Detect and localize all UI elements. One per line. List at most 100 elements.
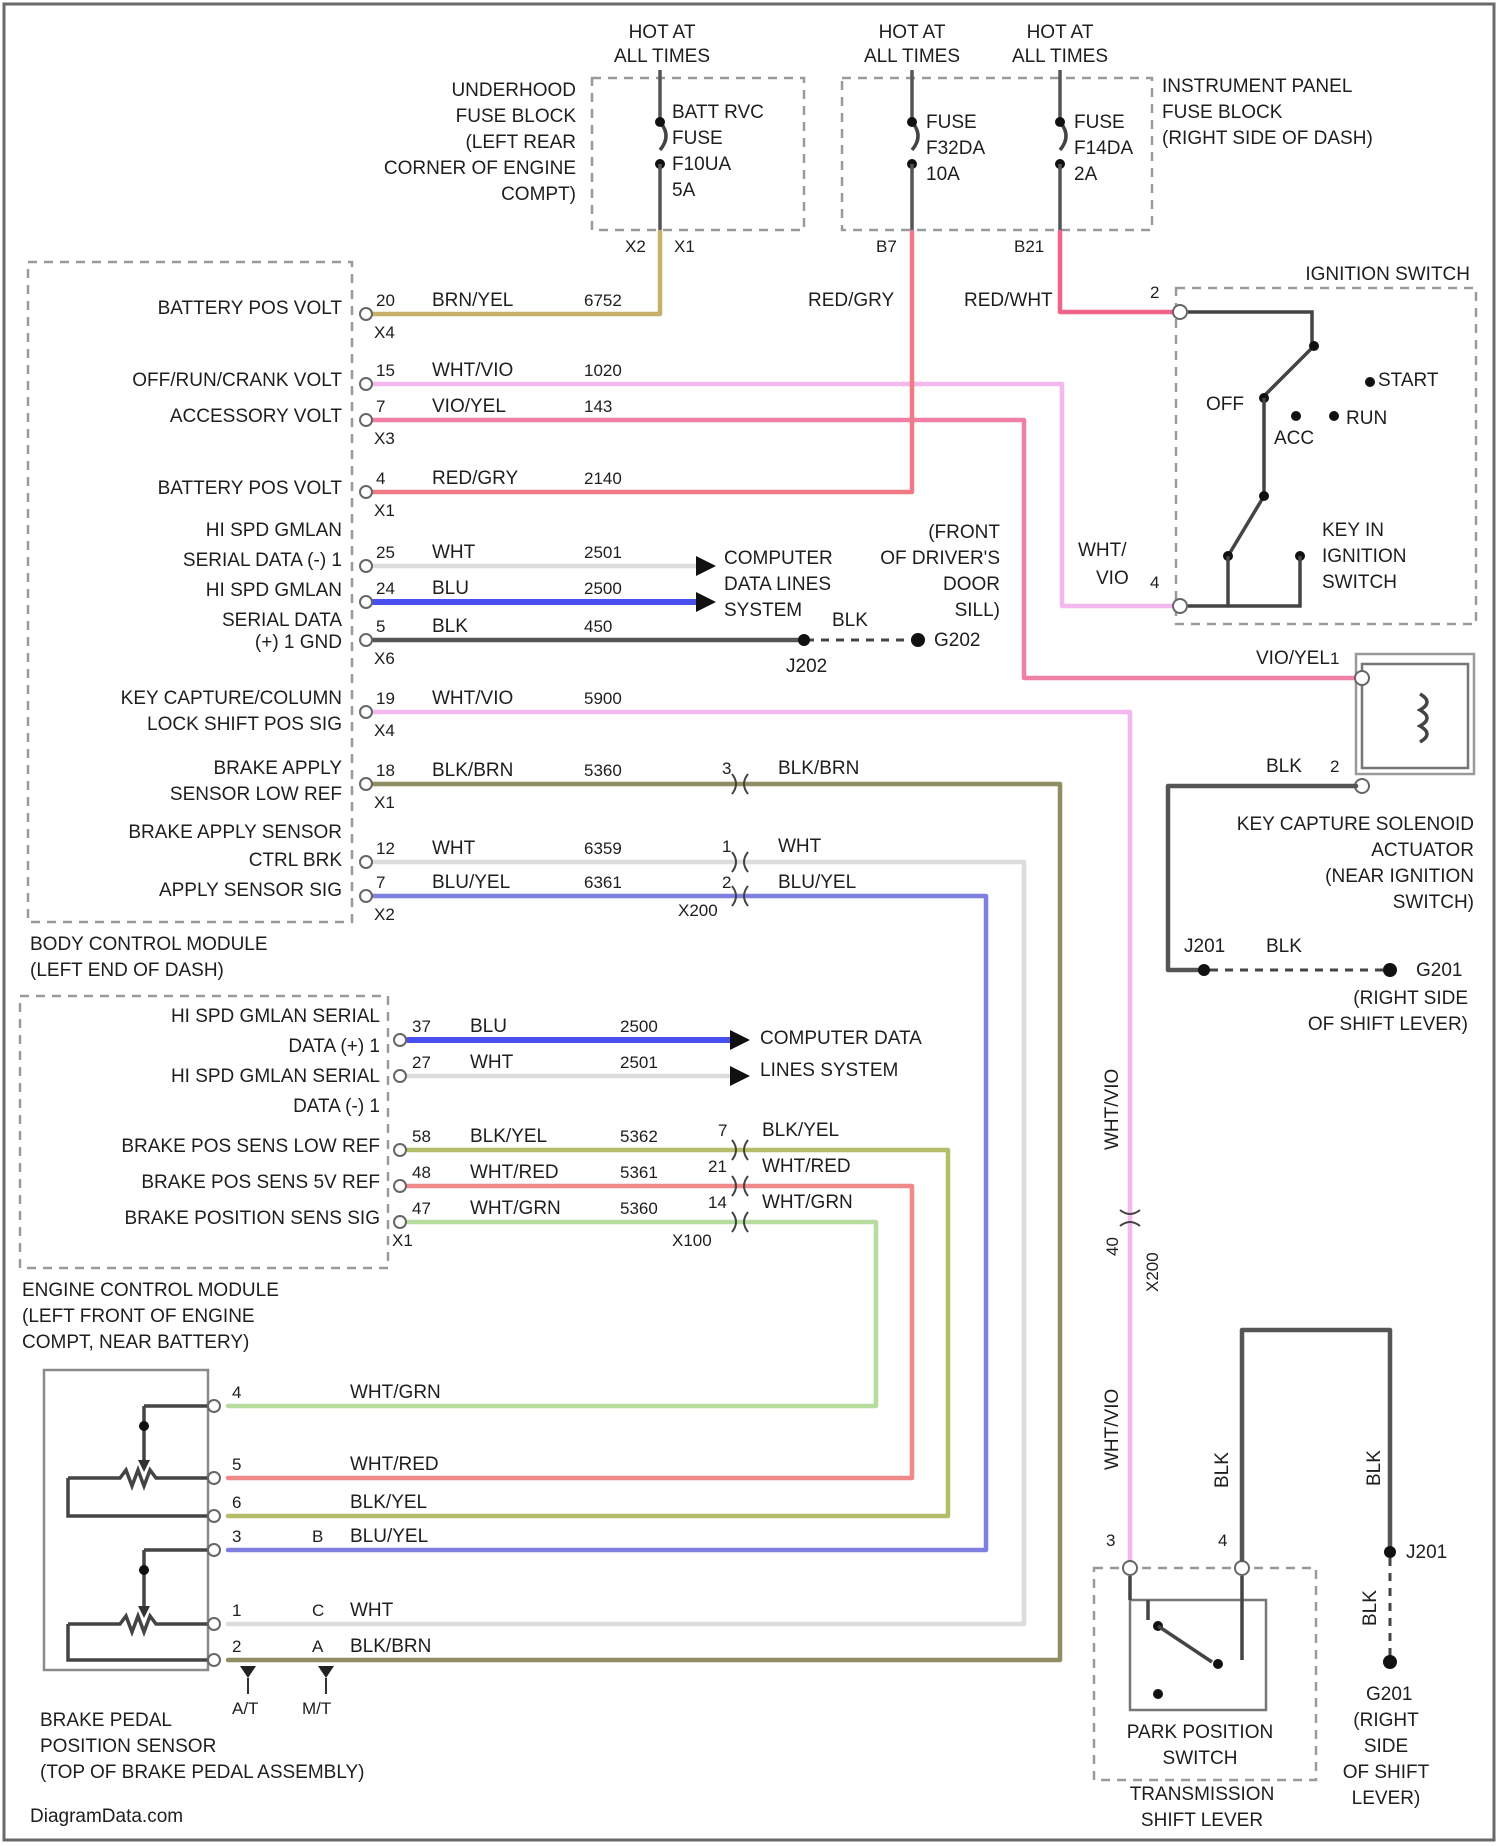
ecm-conn-x1: X1 xyxy=(392,1231,413,1250)
svg-text:WHT/GRN: WHT/GRN xyxy=(762,1192,853,1213)
ecm-connector-pins xyxy=(394,1034,406,1228)
svg-text:F32DA: F32DA xyxy=(926,138,985,159)
bcm-row-circuit: 2500 xyxy=(584,579,622,598)
bcm-row-circuit: 450 xyxy=(584,617,612,636)
svg-text:OF DRIVER'S: OF DRIVER'S xyxy=(880,548,1000,569)
brake-sensor-pin-alt: B xyxy=(312,1527,323,1546)
bcm-row-pin: 5 xyxy=(376,617,385,636)
brake-sensor-pin-alt: C xyxy=(312,1601,324,1620)
ecm-row-circuit: 2500 xyxy=(620,1017,658,1036)
svg-text:CORNER OF ENGINE: CORNER OF ENGINE xyxy=(384,158,576,179)
brake-sensor-connector-pin xyxy=(208,1510,220,1522)
svg-text:APPLY SENSOR SIG: APPLY SENSOR SIG xyxy=(159,880,342,901)
svg-text:HI SPD GMLAN SERIAL: HI SPD GMLAN SERIAL xyxy=(171,1006,380,1027)
svg-text:BLK/BRN: BLK/BRN xyxy=(778,758,859,779)
svg-text:2A: 2A xyxy=(1074,164,1098,185)
brake-sensor-connector-pin xyxy=(208,1472,220,1484)
svg-text:OF SHIFT: OF SHIFT xyxy=(1343,1762,1430,1783)
svg-text:21: 21 xyxy=(708,1157,727,1176)
brake-sensor-pin: 6 xyxy=(232,1493,241,1512)
bcm-row-pin: 24 xyxy=(376,579,395,598)
hot-label-2: HOT AT ALL TIMES xyxy=(864,22,960,67)
svg-text:LOCK SHIFT POS SIG: LOCK SHIFT POS SIG xyxy=(147,714,342,735)
park-switch-location: TRANSMISSION SHIFT LEVER xyxy=(1130,1784,1275,1831)
arrow-right-icon xyxy=(696,556,716,576)
brake-sensor-wire-color: WHT/RED xyxy=(350,1454,439,1475)
ignition-wht-vio-label: WHT/ VIO xyxy=(1078,540,1129,589)
svg-text:HOT AT: HOT AT xyxy=(879,22,946,43)
ip-pin-b7: B7 xyxy=(876,237,897,256)
svg-text:HI SPD GMLAN: HI SPD GMLAN xyxy=(206,580,342,601)
bcm-row-pin: 25 xyxy=(376,543,395,562)
bcm-pin xyxy=(360,414,372,426)
svg-text:KEY IN: KEY IN xyxy=(1322,520,1384,541)
park-pin-4-label: 4 xyxy=(1218,1531,1227,1550)
ecm-row-color: WHT/GRN xyxy=(470,1198,561,1219)
brake-sensor-variants: A/T M/T xyxy=(232,1666,334,1718)
wire-wht-6359 xyxy=(228,862,1024,1624)
bcm-pin xyxy=(360,856,372,868)
key-solenoid-body xyxy=(1362,664,1468,768)
ecm-name: ENGINE CONTROL MODULE (LEFT FRONT OF ENG… xyxy=(22,1280,279,1353)
g201-location-right: (RIGHT SIDE OF SHIFT LEVER) xyxy=(1308,988,1468,1035)
wire-wht-vio-1020 xyxy=(372,384,1180,606)
svg-text:(TOP OF BRAKE PEDAL ASSEMBLY): (TOP OF BRAKE PEDAL ASSEMBLY) xyxy=(40,1762,365,1783)
brake-sensor-connector-pin xyxy=(208,1544,220,1556)
svg-text:(RIGHT: (RIGHT xyxy=(1353,1710,1419,1731)
ignition-pos-off: OFF xyxy=(1206,394,1244,415)
brake-sensor-wire-color: BLU/YEL xyxy=(350,1526,428,1547)
svg-text:F10UA: F10UA xyxy=(672,154,731,175)
svg-text:HI SPD GMLAN: HI SPD GMLAN xyxy=(206,520,342,541)
svg-text:DATA LINES: DATA LINES xyxy=(724,574,831,595)
svg-text:SERIAL DATA: SERIAL DATA xyxy=(222,610,342,631)
hot-label-1: HOT AT ALL TIMES xyxy=(614,22,710,67)
svg-text:BRAKE POS SENS LOW REF: BRAKE POS SENS LOW REF xyxy=(121,1136,380,1157)
bcm-row-color: WHT/VIO xyxy=(432,360,513,381)
park-blk-label-1: BLK xyxy=(1212,1452,1233,1488)
splice-j201-label: J201 xyxy=(1184,936,1225,957)
bcm-row-color: VIO/YEL xyxy=(432,396,506,417)
svg-text:WHT: WHT xyxy=(778,836,822,857)
bcm-row-circuit: 143 xyxy=(584,397,612,416)
hot-label-3: HOT AT ALL TIMES xyxy=(1012,22,1108,67)
svg-text:(LEFT REAR: (LEFT REAR xyxy=(465,132,576,153)
solenoid-wire1-label: VIO/YEL xyxy=(1256,648,1330,669)
watermark-text: DiagramData.com xyxy=(30,1806,183,1827)
svg-text:COMPUTER DATA: COMPUTER DATA xyxy=(760,1028,922,1049)
brake-sensor-wire-color: WHT xyxy=(350,1600,394,1621)
svg-text:BRAKE APPLY: BRAKE APPLY xyxy=(214,758,343,779)
wire-red-wht xyxy=(1060,232,1180,312)
brake-sensor-pin: 1 xyxy=(232,1601,241,1620)
brake-sensor-pin: 2 xyxy=(232,1637,241,1656)
svg-text:FUSE: FUSE xyxy=(1074,112,1125,133)
solenoid-ground-wire-label: BLK xyxy=(1266,936,1302,957)
ecm-wire-rows: 37BLU250027WHT250158BLK/YEL536248WHT/RED… xyxy=(412,1016,658,1219)
svg-text:(LEFT FRONT OF ENGINE: (LEFT FRONT OF ENGINE xyxy=(22,1306,255,1327)
bcm-row-connector: X2 xyxy=(374,905,395,924)
brake-sensor-wire-color: BLK/YEL xyxy=(350,1492,427,1513)
svg-text:OF SHIFT LEVER): OF SHIFT LEVER) xyxy=(1308,1014,1468,1035)
svg-text:UNDERHOOD: UNDERHOOD xyxy=(451,80,576,101)
arrow-right-icon xyxy=(730,1066,750,1086)
svg-text:KEY CAPTURE/COLUMN: KEY CAPTURE/COLUMN xyxy=(121,688,342,709)
ip-fuse-block-label: INSTRUMENT PANEL FUSE BLOCK (RIGHT SIDE … xyxy=(1162,76,1373,149)
key-solenoid-frame xyxy=(1356,654,1474,774)
svg-text:ALL TIMES: ALL TIMES xyxy=(864,46,960,67)
bcm-pin xyxy=(360,596,372,608)
ecm-pin xyxy=(394,1034,406,1046)
svg-text:ALL TIMES: ALL TIMES xyxy=(1012,46,1108,67)
svg-text:BLK/YEL: BLK/YEL xyxy=(762,1120,839,1141)
bcm-row-circuit: 5360 xyxy=(584,761,622,780)
svg-text:X100: X100 xyxy=(672,1231,712,1250)
underhood-fuse-node xyxy=(655,117,665,127)
brake-sensor-pin: 4 xyxy=(232,1383,241,1402)
bcm-row-circuit: 5900 xyxy=(584,689,622,708)
svg-text:HOT AT: HOT AT xyxy=(1027,22,1094,43)
svg-text:(NEAR IGNITION: (NEAR IGNITION xyxy=(1325,866,1474,887)
ecm-row-circuit: 5362 xyxy=(620,1127,658,1146)
svg-text:HI SPD GMLAN SERIAL: HI SPD GMLAN SERIAL xyxy=(171,1066,380,1087)
svg-text:1: 1 xyxy=(722,837,731,856)
park-wire-label-lower: WHT/VIO xyxy=(1102,1389,1123,1470)
svg-text:7: 7 xyxy=(718,1121,727,1140)
brake-sensor-internals xyxy=(68,1406,208,1660)
